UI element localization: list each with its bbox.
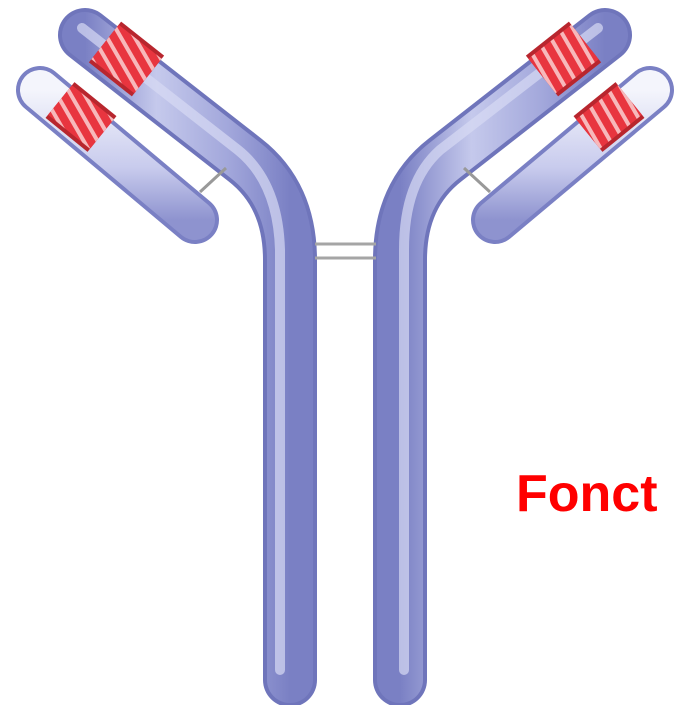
hinge-disulfide-bonds	[315, 244, 376, 258]
heavy-variable-region-left	[105, 42, 148, 76]
disulfide-bond-right	[464, 168, 490, 192]
disulfide-bond-left	[200, 168, 226, 192]
heavy-variable-region-right	[542, 42, 585, 76]
diagram-label: Fonct	[516, 468, 658, 520]
